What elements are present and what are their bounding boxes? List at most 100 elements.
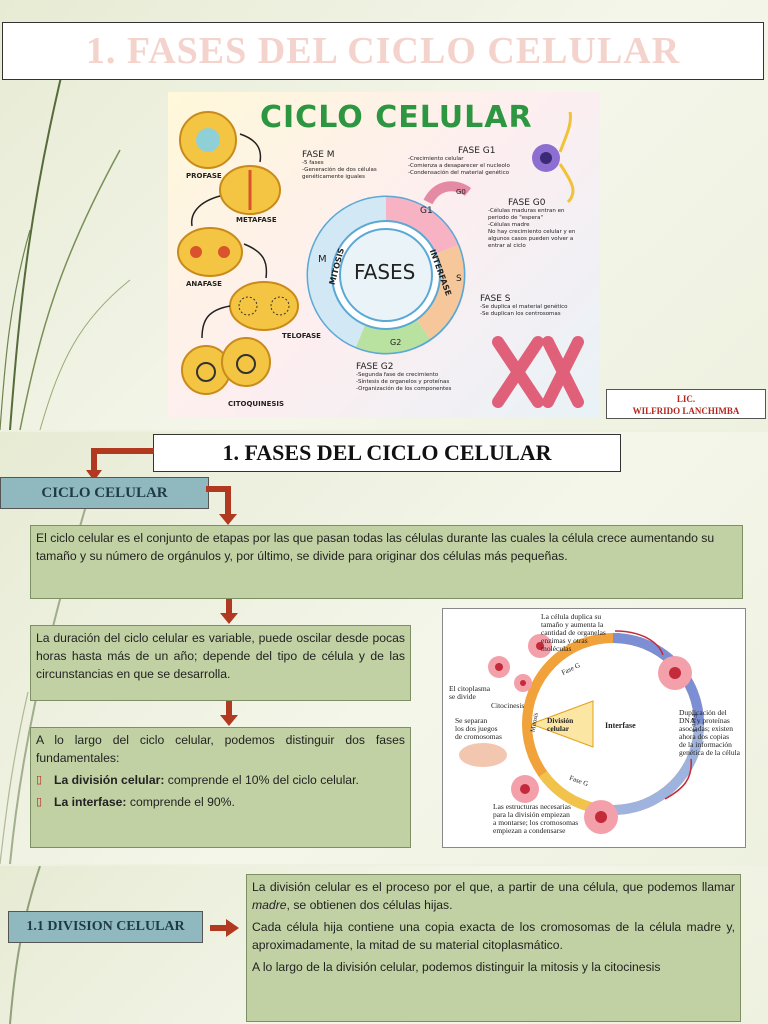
bullet-rest: comprende el 90%. bbox=[126, 795, 235, 809]
fase-g1-line: -Crecimiento celular bbox=[408, 156, 464, 162]
bullet-rest: comprende el 10% del ciclo celular. bbox=[164, 773, 359, 787]
ring-label-g0: G0 bbox=[456, 188, 466, 196]
bullet-icon: ▯ bbox=[36, 796, 43, 808]
diagram-left-note-1: El citoplasma se divide bbox=[449, 685, 490, 701]
fase-g2-line: -Segunda fase de crecimiento bbox=[356, 372, 439, 378]
slide-2: 1. FASES DEL CICLO CELULAR CICLO CELULAR… bbox=[0, 432, 768, 864]
fase-m-line: -5 fases bbox=[302, 160, 324, 166]
duration-box: La duración del ciclo celular es variabl… bbox=[30, 625, 411, 701]
note-line: a montarse; los cromosomas bbox=[493, 818, 579, 827]
cell-cycle-diagram-graphics bbox=[459, 630, 704, 834]
fase-s-line: -Se duplican los centrosomas bbox=[480, 311, 561, 317]
cell-cycle-poster: CICLO CELULAR PROFASE METAFASE ANAFASE T… bbox=[168, 92, 600, 418]
bullet-text: La interfase: comprende el 90%. bbox=[54, 793, 235, 811]
slide-title: 1. FASES DEL CICLO CELULAR bbox=[153, 434, 621, 472]
note-line: DNA y proteínas bbox=[679, 716, 730, 725]
author-credit: LIC. WILFRIDO LANCHIMBA bbox=[606, 389, 766, 419]
down-arrow-icon bbox=[220, 599, 238, 624]
diagram-right-note: Duplicación del DNA y proteínas asociada… bbox=[679, 709, 740, 757]
fase-s-block: FASE S -Se duplica el material genético … bbox=[480, 294, 567, 318]
connector-arrow-icon bbox=[206, 486, 237, 525]
ring-label-g1: G1 bbox=[420, 206, 433, 216]
fase-s-title: FASE S bbox=[480, 294, 511, 304]
note-line: tamaño y aumenta la bbox=[541, 620, 604, 629]
note-line: celular bbox=[547, 724, 570, 733]
fase-m-line: genéticamente iguales bbox=[302, 174, 365, 180]
credit-line-1: LIC. bbox=[676, 394, 696, 404]
bullet-division: ▯ La división celular: comprende el 10% … bbox=[36, 771, 405, 789]
stage-label-cytokinesis: CITOQUINESIS bbox=[228, 400, 285, 408]
fase-g0-line: algunos casos pueden volver a bbox=[488, 236, 574, 242]
fase-g0-line: entrar al ciclo bbox=[488, 243, 526, 249]
credit-line-2: WILFRIDO LANCHIMBA bbox=[632, 406, 740, 416]
phases-box: A lo largo del ciclo celular, podemos di… bbox=[30, 727, 411, 848]
cell-cycle-diagram: La célula duplica su tamaño y aumenta la… bbox=[442, 608, 746, 848]
slide-3: 1.1 DIVISION CELULAR La división celular… bbox=[0, 866, 768, 1024]
definition-box: El ciclo celular es el conjunto de etapa… bbox=[30, 525, 743, 599]
connector-arrow-icon bbox=[86, 448, 154, 481]
fase-g2-line: -Organización de los componentes bbox=[356, 386, 452, 392]
diagram-interfase: Interfase bbox=[605, 721, 636, 730]
cytokinesis-cell-icon bbox=[181, 337, 271, 395]
note-line: de la información bbox=[679, 740, 732, 749]
stage-label-metaphase: METAFASE bbox=[236, 216, 277, 224]
neuron-icon bbox=[532, 111, 575, 204]
telophase-cell-icon bbox=[229, 281, 299, 331]
fase-g0-line: periodo de "espera" bbox=[488, 215, 544, 221]
fase-g0-line: No hay crecimiento celular y en bbox=[488, 229, 576, 235]
stage-label-anaphase: ANAFASE bbox=[186, 280, 222, 288]
ring-center-label: FASES bbox=[354, 260, 416, 284]
fase-g2-block: FASE G2 -Segunda fase de crecimiento -Sí… bbox=[356, 362, 451, 393]
metaphase-cell-icon bbox=[219, 165, 281, 215]
fase-m-title: FASE M bbox=[302, 150, 335, 160]
bullet-bold: La división celular: bbox=[54, 773, 165, 787]
fase-s-line: -Se duplica el material genético bbox=[480, 304, 568, 310]
note-line: La célula duplica su bbox=[541, 612, 602, 621]
fase-g1-line: -Comienza a desaparecer el nucleolo bbox=[408, 163, 510, 169]
fase-g1-title: FASE G1 bbox=[458, 146, 496, 156]
note-line: genética de la célula bbox=[679, 748, 741, 757]
p1-emphasis: madre bbox=[252, 898, 287, 912]
note-line: División bbox=[547, 716, 574, 725]
diagram-bottom-note: Las estructuras necesarias para la divis… bbox=[493, 803, 578, 835]
division-paragraph-2: Cada célula hija contiene una copia exac… bbox=[252, 920, 735, 952]
diagram-top-note: La célula duplica su tamaño y aumenta la… bbox=[541, 613, 606, 653]
bullet-interfase: ▯ La interfase: comprende el 90%. bbox=[36, 793, 405, 811]
phases-intro: A lo largo del ciclo celular, podemos di… bbox=[36, 733, 405, 765]
note-line: cantidad de organelas bbox=[541, 628, 606, 637]
fase-m-block: FASE M -5 fases -Generación de dos célul… bbox=[302, 150, 377, 181]
fase-g2-title: FASE G2 bbox=[356, 362, 394, 372]
ring-label-m: M bbox=[318, 254, 327, 265]
ring-label-g2: G2 bbox=[390, 338, 402, 347]
poster-graphics bbox=[177, 111, 584, 408]
fase-g0-line: -Células madre bbox=[488, 222, 530, 228]
right-arrow-icon bbox=[210, 919, 239, 937]
note-line: se divide bbox=[449, 692, 476, 701]
note-line: moléculas bbox=[541, 644, 572, 653]
p1-part-a: La división celular es el proceso por el… bbox=[252, 880, 735, 894]
division-celular-label: 1.1 DIVISION CELULAR bbox=[8, 911, 203, 943]
fase-g2-line: -Síntesis de organelos y proteínas bbox=[356, 379, 450, 385]
note-line: empiezan a condensarse bbox=[493, 826, 566, 835]
fase-m-line: -Generación de dos células bbox=[302, 167, 377, 173]
note-line: enzimas y otras bbox=[541, 636, 588, 645]
fase-g0-title: FASE G0 bbox=[508, 198, 546, 208]
stage-label-prophase: PROFASE bbox=[186, 172, 222, 180]
slide-title: 1. FASES DEL CICLO CELULAR bbox=[2, 22, 764, 80]
note-line: los dos juegos bbox=[455, 724, 498, 733]
note-line: Se separan bbox=[455, 716, 488, 725]
prophase-cell-icon bbox=[179, 111, 237, 169]
stage-label-telophase: TELOFASE bbox=[282, 332, 321, 340]
down-arrow-icon bbox=[220, 701, 238, 726]
note-line: Las estructuras necesarias bbox=[493, 802, 571, 811]
ring-label-s: S bbox=[456, 274, 462, 284]
bullet-text: La división celular: comprende el 10% de… bbox=[54, 771, 359, 789]
fase-g0-line: -Células maduras entran en bbox=[488, 208, 565, 214]
diagram-citocinesis: Citocinesis bbox=[491, 701, 525, 710]
fase-g0-block: FASE G0 -Células maduras entran en perio… bbox=[488, 198, 575, 250]
poster-heading: CICLO CELULAR bbox=[260, 100, 533, 135]
bullet-bold: La interfase: bbox=[54, 795, 127, 809]
chromosome-icon bbox=[492, 336, 584, 408]
note-line: para la división empiezan bbox=[493, 810, 570, 819]
division-paragraph-3: A lo largo de la división celular, podem… bbox=[252, 960, 661, 974]
